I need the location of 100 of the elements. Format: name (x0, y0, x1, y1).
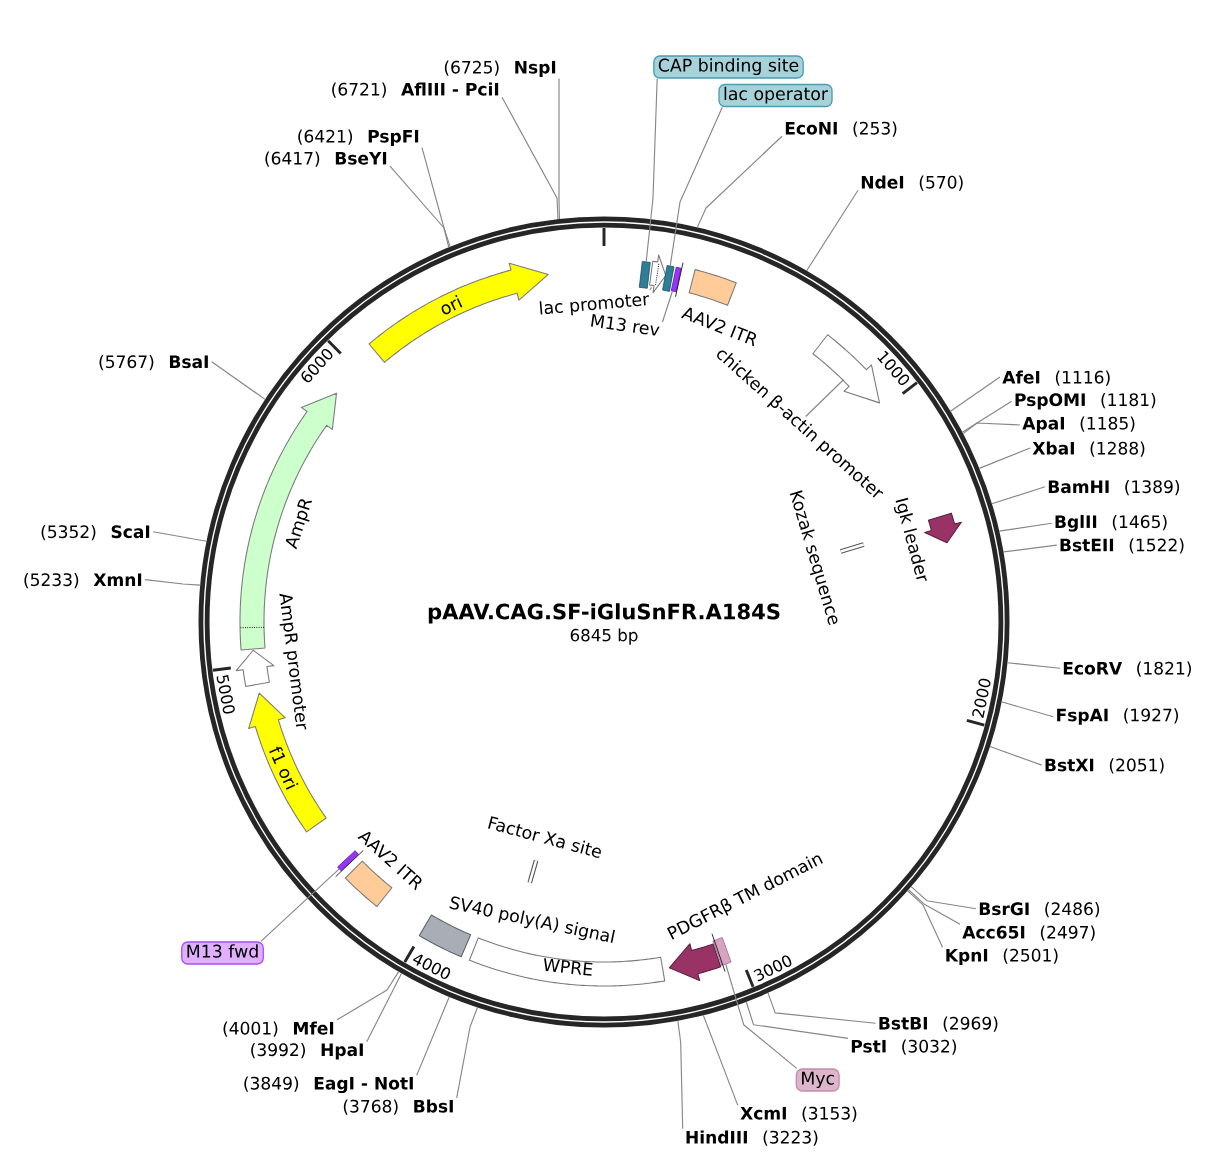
leader-line (421, 147, 451, 248)
cut-position: (6417) (265, 151, 320, 167)
cut-position: (1181) (1101, 392, 1156, 409)
enzyme-name: NspI (515, 60, 556, 77)
feature-tag: M13 fwd (181, 941, 264, 965)
enzyme-name: PstI (851, 1039, 886, 1053)
feature-tag: lac operator (718, 83, 833, 108)
enzyme-name: EcoRV (1063, 661, 1123, 675)
cut-position: (1185) (1080, 416, 1135, 432)
leader-line (961, 400, 1013, 433)
leader-line (669, 106, 723, 267)
leader-line (805, 378, 845, 418)
cut-position: (2497) (1040, 925, 1095, 941)
leader-line (501, 96, 559, 220)
enzyme-name: AflIII - PciI (401, 82, 499, 96)
enzyme-name: BamHI (1048, 480, 1109, 494)
leader-line (677, 1020, 684, 1130)
leader-line (144, 579, 201, 586)
cut-position: (5767) (99, 354, 154, 371)
leader-line (558, 78, 560, 220)
enzyme-name: BsaI (170, 355, 208, 369)
enzyme-name: ScaI (111, 525, 150, 539)
cut-position: (1927) (1124, 708, 1178, 724)
leader-line (336, 971, 400, 1021)
feature-bar (670, 262, 684, 298)
cut-position: (6721) (332, 82, 386, 98)
feature-label: Factor Xa site (488, 816, 601, 858)
enzyme-name: KpnI (946, 948, 988, 965)
feature-label: M13 rev (591, 314, 660, 336)
cut-position: (3223) (763, 1130, 818, 1146)
enzyme-name: EagI - NotI (314, 1076, 413, 1094)
cut-position: (4001) (223, 1021, 278, 1037)
leader-line (389, 165, 450, 248)
enzyme-name: XcmI (740, 1106, 786, 1120)
leader-line (907, 890, 944, 948)
feature-label: AmpR (285, 499, 313, 550)
enzyme-name: HindIII (686, 1130, 747, 1144)
leader-line (1006, 662, 1061, 669)
leader-line (949, 376, 1001, 412)
feature-tag: CAP binding site (653, 55, 804, 79)
leader-line (1001, 701, 1054, 718)
leader-line (806, 189, 859, 272)
feature-label: AAV2 ITR (680, 307, 757, 347)
enzyme-name: BglII (1055, 514, 1097, 532)
enzyme-name: AfeI (1002, 370, 1040, 384)
leader-line (456, 1006, 479, 1099)
cut-position: (1465) (1112, 514, 1167, 531)
cut-position: (3992) (251, 1042, 305, 1059)
feature-block (638, 261, 651, 289)
enzyme-name: BstEII (1060, 538, 1114, 552)
feature-block (662, 265, 675, 292)
leader-line (645, 78, 658, 263)
cut-position: (2486) (1045, 902, 1100, 918)
leader-line (767, 992, 877, 1024)
enzyme-name: BsrGI (979, 902, 1029, 916)
enzyme-name: PspFI (368, 129, 419, 146)
cut-position: (3768) (343, 1099, 398, 1115)
leader-line (366, 972, 403, 1043)
leader-line (991, 486, 1046, 505)
enzyme-name: EcoNI (785, 121, 837, 135)
cut-position: (1288) (1090, 441, 1145, 457)
enzyme-name: Acc65I (962, 925, 1025, 939)
scale-number: 4000 (412, 954, 451, 979)
enzyme-name: BstXI (1045, 758, 1094, 772)
cut-position: (2051) (1109, 758, 1164, 774)
cut-position: (570) (919, 175, 963, 191)
leader-line (260, 868, 340, 942)
enzyme-name: XbaI (1032, 441, 1074, 455)
cut-position: (2501) (1003, 948, 1058, 964)
leader-line (725, 963, 798, 1069)
scale-number: 3000 (753, 955, 792, 982)
leader-line (962, 422, 1021, 435)
cut-position: (1389) (1125, 479, 1180, 496)
leader-line (1002, 544, 1058, 553)
cut-position: (1821) (1137, 661, 1191, 677)
sequence-length: 6845 bp (570, 628, 638, 645)
cut-position: (3153) (802, 1106, 857, 1122)
cut-position: (5352) (41, 524, 96, 541)
map-title: pAAV.CAG.SF-iGluSnFR.A184S (428, 603, 780, 624)
cut-position: (1116) (1055, 370, 1110, 386)
feature-tag: Myc (795, 1068, 840, 1092)
enzyme-name: MfeI (293, 1021, 334, 1035)
cut-position: (6725) (444, 60, 499, 76)
cut-position: (2969) (943, 1016, 998, 1032)
leader-line (989, 745, 1043, 766)
leader-line (910, 886, 977, 910)
cut-position: (3849) (244, 1076, 299, 1092)
leader-line (416, 996, 450, 1076)
enzyme-name: PspOMI (1015, 393, 1085, 410)
leader-line (978, 447, 1031, 469)
enzyme-name: BbsI (414, 1099, 453, 1113)
scale-number: 2000 (972, 678, 991, 718)
leader-line (661, 290, 674, 323)
enzyme-name: BseYI (335, 151, 387, 165)
scale-number: 5000 (216, 675, 235, 714)
leader-line (745, 1001, 849, 1039)
leader-line (696, 135, 783, 228)
leader-line (649, 286, 653, 291)
cut-position: (253) (853, 121, 897, 137)
enzyme-name: XmnI (93, 573, 142, 586)
